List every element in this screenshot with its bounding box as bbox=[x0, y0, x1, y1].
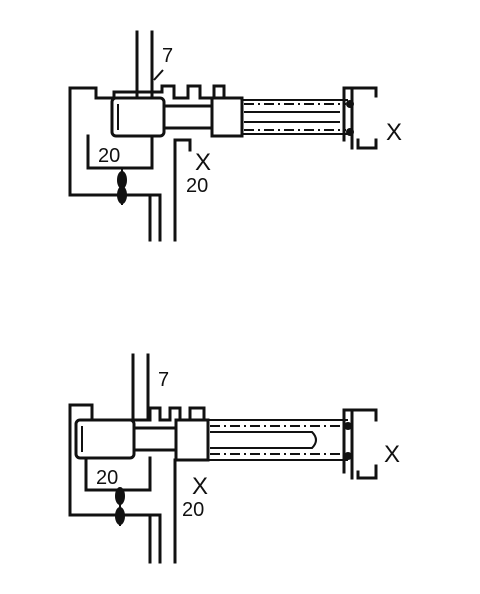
frame-step-top bbox=[173, 138, 192, 152]
rod-top bbox=[162, 104, 216, 130]
pin-lower-top bbox=[117, 186, 127, 204]
figure-top: 7 20 X 20 X bbox=[68, 30, 402, 242]
pivot-upper-bottom bbox=[344, 422, 352, 430]
figure-bottom: 7 20 X 20 X bbox=[68, 353, 400, 564]
pivot-upper-top bbox=[346, 100, 354, 108]
pivot-lower-top bbox=[346, 128, 354, 136]
housing-bottom-top bbox=[68, 193, 152, 242]
piston-bottom bbox=[74, 418, 136, 460]
housing-base-bottom bbox=[68, 513, 152, 564]
label-x-side-bottom: X bbox=[384, 441, 400, 468]
leader-7-top bbox=[153, 69, 164, 81]
label-20-box-bottom: 20 bbox=[96, 467, 118, 489]
label-7-bottom: 7 bbox=[158, 369, 169, 391]
spring-rod-bottom bbox=[210, 431, 317, 449]
housing-inner-top bbox=[84, 193, 162, 242]
pivot-lower-bottom bbox=[344, 452, 352, 460]
piston-top bbox=[110, 96, 166, 138]
collar-top bbox=[210, 96, 244, 138]
label-20-lower-bottom: 20 bbox=[182, 499, 204, 521]
label-x-side-top: X bbox=[386, 119, 402, 146]
endplate-lower-bottom bbox=[356, 464, 378, 480]
housing-inner-bottom bbox=[84, 513, 162, 564]
label-20-box-top: 20 bbox=[98, 145, 120, 167]
pin-upper-top bbox=[117, 171, 127, 189]
housing-bottom bbox=[68, 403, 206, 517]
inner-box-top bbox=[86, 134, 154, 170]
rod-bottom bbox=[132, 426, 180, 452]
endplate-upper-bottom bbox=[342, 408, 378, 474]
housing-top bbox=[68, 84, 226, 197]
endplate-upper-top bbox=[342, 86, 378, 142]
label-7-top: 7 bbox=[162, 45, 173, 67]
endplate-lower-top bbox=[356, 138, 378, 150]
collar-bottom bbox=[174, 418, 210, 462]
label-x-marker-bottom: X bbox=[192, 473, 208, 500]
pin-upper-bottom bbox=[115, 487, 125, 505]
pin-lower-bottom bbox=[115, 507, 125, 525]
label-20-lower-top: 20 bbox=[186, 175, 208, 197]
label-x-marker-top: X bbox=[195, 149, 211, 176]
